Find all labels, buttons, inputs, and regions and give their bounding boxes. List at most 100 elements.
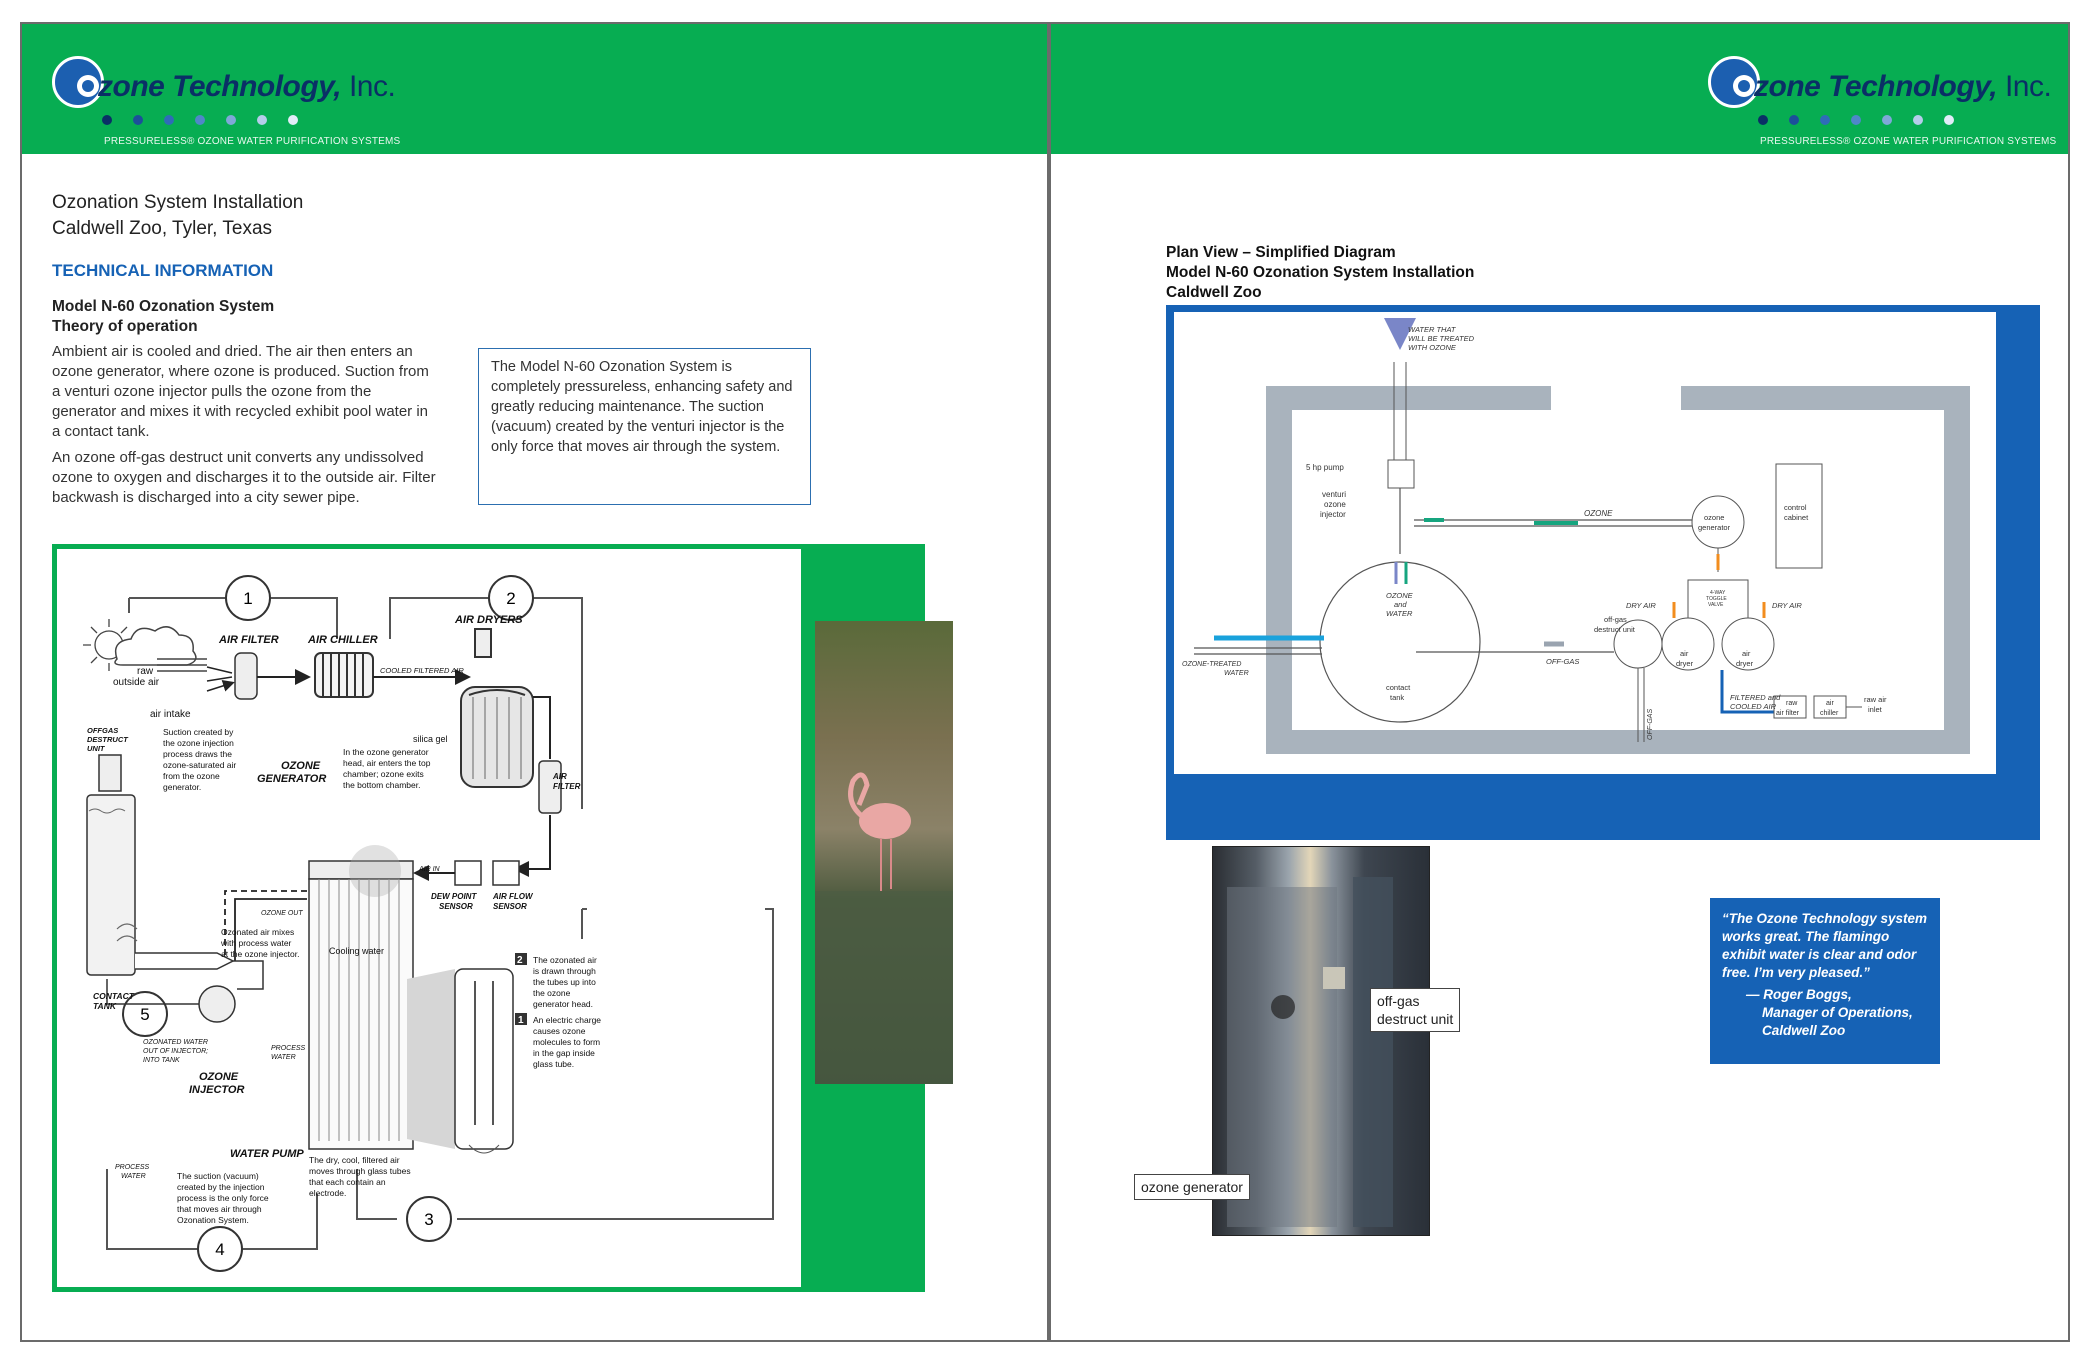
- dryer-right-1: air: [1742, 649, 1751, 658]
- venturi-1: venturi: [1322, 490, 1346, 499]
- air-flow-label-1: AIR FLOW: [492, 892, 534, 901]
- air-flow-sensor-shape: [492, 860, 520, 886]
- air-intake-label: air intake: [150, 709, 191, 720]
- left-page: zone Technology, Inc. PRESSURELESS® OZON…: [20, 22, 1051, 1342]
- offgas-label: OFF-GAS: [1546, 657, 1579, 666]
- toggle-1: 4-WAY: [1710, 590, 1726, 596]
- offgas-photo-label-1: off-gas: [1377, 993, 1420, 1009]
- air-filter-title: AIR FILTER: [218, 634, 279, 646]
- ozonated-water-1: OZONATED WATER: [143, 1039, 208, 1046]
- suction-bottom-2: created by the injection: [177, 1182, 265, 1192]
- offgas-vertical: OFF-GAS: [1647, 709, 1654, 740]
- logo-circle-icon: [52, 56, 104, 108]
- contact-tank-title-1: CONTACT: [93, 991, 135, 1001]
- mix-note-1: Ozonated air mixes: [221, 927, 294, 937]
- head-note-3: chamber; ozone exits: [343, 769, 424, 779]
- air-chiller-title: AIR CHILLER: [307, 634, 378, 646]
- suction-note-1: Suction created by: [163, 727, 234, 737]
- plan-heading-1: Plan View – Simplified Diagram: [1166, 244, 1396, 261]
- offgas-label-1: OFFGAS: [87, 726, 118, 735]
- plan-heading-3: Caldwell Zoo: [1166, 284, 1262, 301]
- dry-note-2: moves through glass tubes: [309, 1166, 411, 1176]
- filtered-2: COOLED AIR: [1730, 702, 1777, 711]
- air-filter-shape: [234, 652, 258, 700]
- control-2: cabinet: [1784, 513, 1809, 522]
- ozonation-process-diagram: 1 2 3 4 5: [83, 575, 774, 1272]
- offgas-photo-label: off-gas destruct unit: [1370, 988, 1461, 1032]
- raw-filter-1: raw: [1786, 700, 1798, 707]
- process-water-a-1: PROCESS: [271, 1045, 306, 1052]
- water-in-2: WILL BE TREATED: [1408, 334, 1475, 343]
- plan-panel: WATER THAT WILL BE TREATED WITH OZONE 5 …: [1174, 312, 1996, 774]
- ozone-gen-2: generator: [1698, 523, 1731, 532]
- ozone-water-3: WATER: [1386, 609, 1413, 618]
- page-title-line1: Ozonation System Installation: [52, 192, 304, 213]
- dry-air-left: DRY AIR: [1626, 601, 1656, 610]
- step2-note-1: The ozonated air: [533, 955, 597, 965]
- ozone-generator-shape: [308, 860, 414, 1150]
- step-3-label: 3: [424, 1210, 433, 1229]
- step1-note-5: glass tube.: [533, 1059, 574, 1069]
- air-in-label: AIR IN: [418, 866, 441, 873]
- dryer-left-1: air: [1680, 649, 1689, 658]
- offgas-unit-1: off-gas: [1604, 615, 1627, 624]
- outside-air-label: outside air: [113, 677, 160, 688]
- company-inc: Inc.: [348, 70, 396, 103]
- raw-filter-2: air filter: [1776, 710, 1800, 717]
- silica-gel-label: silica gel: [413, 734, 448, 744]
- step-5-label: 5: [140, 1005, 149, 1024]
- inlet-2: inlet: [1868, 705, 1883, 714]
- dry-note-1: The dry, cool, filtered air: [309, 1155, 400, 1165]
- company-tagline: PRESSURELESS® OZONE WATER PURIFICATION S…: [104, 136, 401, 147]
- detail-step-1-num: 1: [518, 1015, 524, 1026]
- dew-point-label-2: SENSOR: [439, 902, 473, 911]
- treated-2: WATER: [1224, 670, 1249, 677]
- company-name: zone Technology,: [98, 70, 342, 103]
- right-page: zone Technology, Inc. PRESSURELESS® OZON…: [1048, 22, 2070, 1342]
- contact-tank-shape: [86, 794, 136, 976]
- step2-note-3: the tubes up into: [533, 977, 596, 987]
- company-tagline-right: PRESSURELESS® OZONE WATER PURIFICATION S…: [1760, 136, 2057, 147]
- suction-bottom-3: process is the only force: [177, 1193, 269, 1203]
- ozone-out-label: OZONE OUT: [261, 910, 303, 917]
- venturi-3: injector: [1320, 510, 1346, 519]
- dry-note-3: that each contain an: [309, 1177, 386, 1187]
- dry-note-4: electrode.: [309, 1188, 346, 1198]
- suction-note-2: the ozone injection: [163, 738, 234, 748]
- ozone-generator-title-2: GENERATOR: [257, 773, 326, 785]
- logo-dots-right: [1758, 115, 1954, 125]
- head-note-1: In the ozone generator: [343, 747, 429, 757]
- testimonial-author: — Roger Boggs,: [1746, 987, 1852, 1002]
- contact-2: tank: [1390, 693, 1404, 702]
- contact-1: contact: [1386, 683, 1411, 692]
- dryer-right-2: dryer: [1736, 659, 1754, 668]
- suction-note-4: ozone-saturated air: [163, 760, 236, 770]
- ozone-line-label: OZONE: [1584, 509, 1613, 518]
- chiller-2: chiller: [1820, 710, 1839, 717]
- head-note-2: head, air enters the top: [343, 758, 431, 768]
- ozone-injector-title-2: INJECTOR: [189, 1084, 244, 1096]
- dry-air-right: DRY AIR: [1772, 601, 1802, 610]
- head-note-4: the bottom chamber.: [343, 780, 421, 790]
- pump-shape: [1387, 459, 1415, 489]
- ozone-generator-circle: [1691, 495, 1745, 549]
- air-dryers-shape: [460, 628, 534, 788]
- testimonial-quote: “The Ozone Technology system works great…: [1722, 911, 1928, 980]
- company-logo-right: zone Technology, Inc. PRESSURELESS® OZON…: [1708, 56, 2058, 147]
- air-chiller-shape: [314, 652, 374, 698]
- offgas-unit-2: destruct unit: [1594, 625, 1636, 634]
- body-paragraph-2: An ozone off-gas destruct unit converts …: [52, 449, 436, 506]
- process-water-b-1: PROCESS: [115, 1164, 150, 1171]
- step-2-label: 2: [506, 589, 515, 608]
- chiller-1: air: [1826, 700, 1834, 707]
- suction-note-3: process draws the: [163, 749, 232, 759]
- suction-bottom-5: Ozonation System.: [177, 1215, 249, 1225]
- suction-note-5: from the ozone: [163, 771, 220, 781]
- filtered-1: FILTERED and: [1730, 693, 1781, 702]
- process-water-b-2: WATER: [121, 1173, 146, 1180]
- process-water-a-2: WATER: [271, 1054, 296, 1061]
- mix-note-3: at the ozone injector.: [221, 949, 299, 959]
- control-cabinet-shape: [1775, 463, 1823, 569]
- header-band: [22, 24, 1049, 154]
- mix-note-2: with process water: [220, 938, 292, 948]
